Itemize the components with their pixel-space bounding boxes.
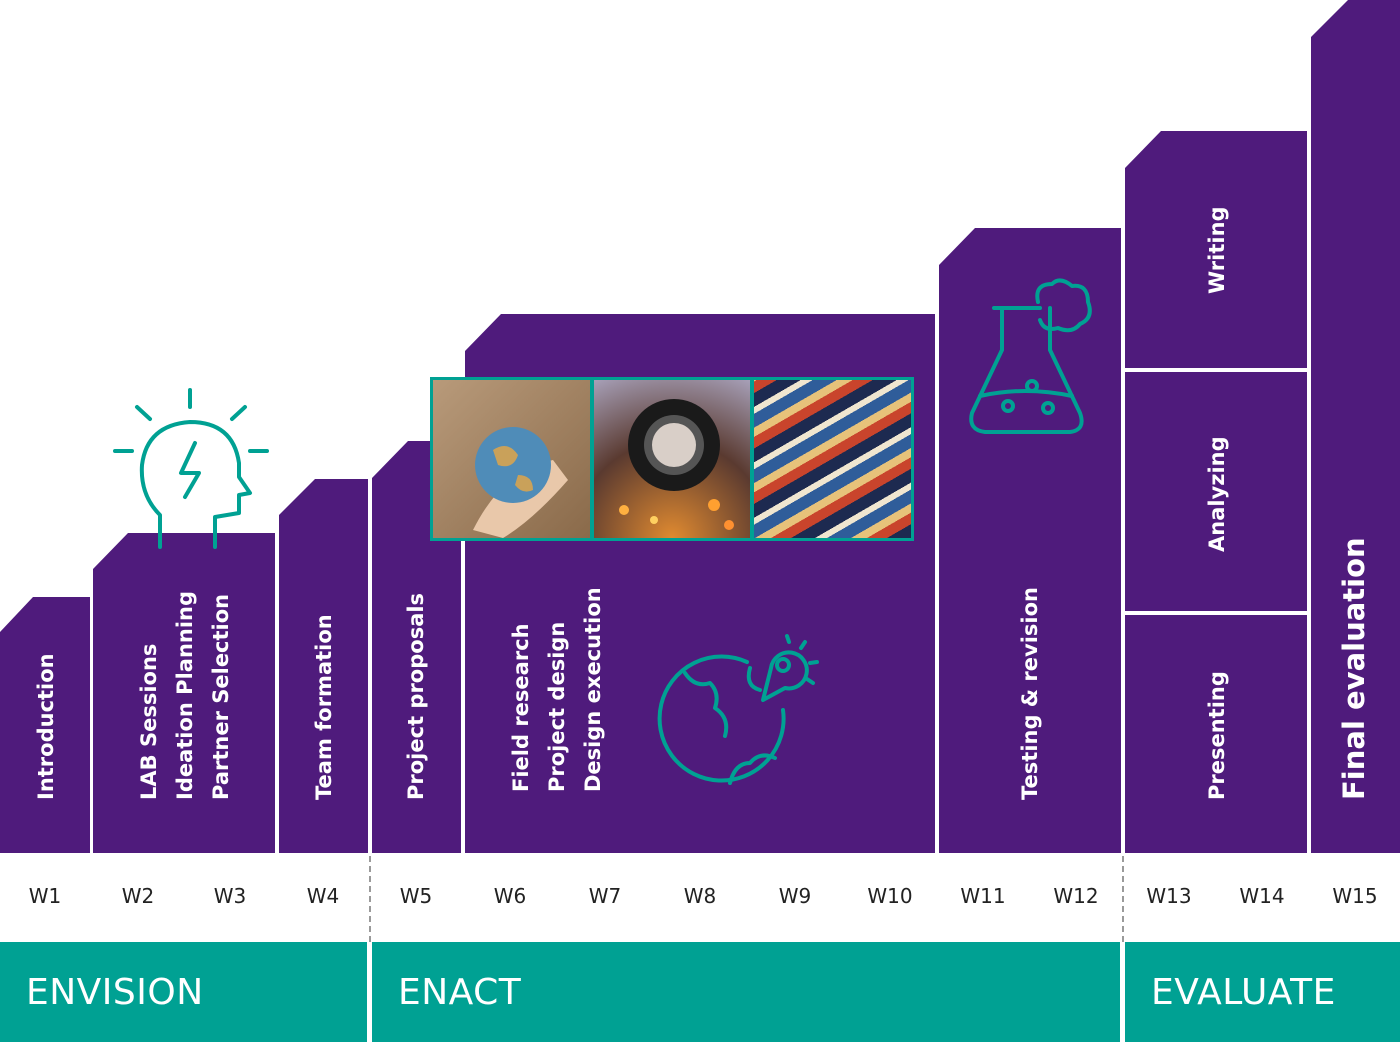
block-presenting	[1125, 615, 1307, 853]
label-project-proposals: Project proposals	[404, 592, 428, 800]
label-final-evaluation: Final evaluation	[1337, 537, 1371, 800]
block-project-proposals	[372, 441, 461, 853]
head-lightning-icon	[113, 388, 269, 549]
label-writing: Writing	[1205, 206, 1229, 294]
week-label: W7	[588, 884, 622, 908]
week-label: W12	[1053, 884, 1099, 908]
week-label: W11	[960, 884, 1006, 908]
week-label: W5	[399, 884, 433, 908]
label-introduction: Introduction	[34, 653, 58, 800]
week-label: W8	[683, 884, 717, 908]
week-label: W14	[1239, 884, 1285, 908]
block-final-evaluation	[1311, 0, 1400, 853]
block-team-formation	[279, 479, 368, 853]
globe-in-hand-photo	[433, 380, 590, 538]
label-team-formation: Team formation	[312, 614, 336, 800]
flask-icon	[969, 278, 1092, 434]
label-lab-sessions: LAB Sessions Ideation Planning Partner S…	[137, 590, 233, 800]
block-introduction	[0, 597, 90, 853]
block-analyzing	[1125, 372, 1307, 611]
globe-pin-icon	[657, 634, 819, 785]
week-label: W3	[213, 884, 247, 908]
collage-photo	[754, 380, 911, 538]
phase-divider	[1122, 856, 1124, 942]
week-label: W13	[1146, 884, 1192, 908]
week-label: W9	[778, 884, 812, 908]
label-analyzing: Analyzing	[1205, 436, 1229, 552]
camera-lens-photo	[594, 380, 750, 538]
block-writing	[1125, 131, 1307, 368]
week-label: W6	[493, 884, 527, 908]
block-lab-sessions	[93, 533, 275, 853]
phase-envision: ENVISION	[0, 942, 367, 1042]
phase-enact: ENACT	[372, 942, 1120, 1042]
phase-divider	[369, 856, 371, 942]
label-testing: Testing & revision	[1018, 587, 1042, 800]
week-label: W4	[306, 884, 340, 908]
week-label: W10	[867, 884, 913, 908]
phase-label: EVALUATE	[1151, 972, 1336, 1013]
label-presenting: Presenting	[1205, 671, 1229, 800]
phase-label: ENVISION	[26, 972, 204, 1013]
week-label: W15	[1332, 884, 1378, 908]
week-label: W1	[28, 884, 62, 908]
phase-evaluate: EVALUATE	[1125, 942, 1400, 1042]
phase-label: ENACT	[398, 972, 522, 1013]
label-field-research: Field research Project design Design exe…	[509, 587, 605, 792]
staircase-blocks	[0, 0, 1400, 853]
week-label: W2	[121, 884, 155, 908]
